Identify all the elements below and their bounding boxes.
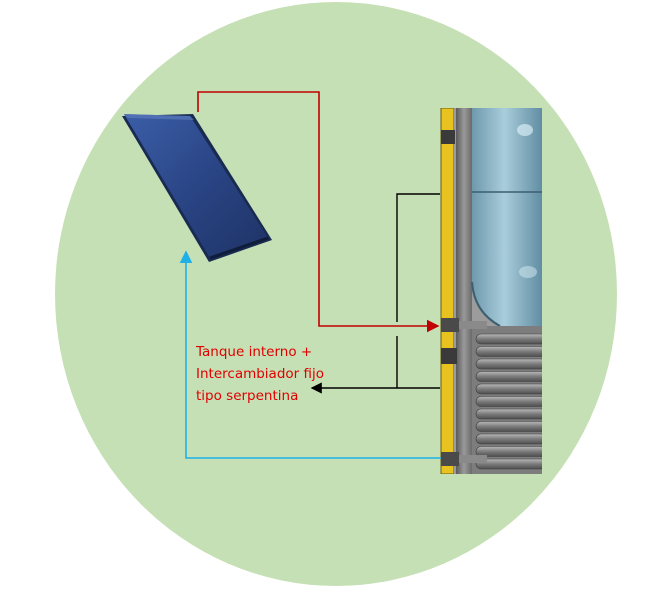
coil-turn xyxy=(475,333,542,345)
solar-panel-icon xyxy=(122,114,272,262)
tank-label: Tanque interno + Intercambiador fijo tip… xyxy=(196,341,356,407)
coil-turn xyxy=(475,408,542,420)
cold-pipe xyxy=(179,250,441,459)
water-tank-cutaway-icon xyxy=(440,108,542,474)
tank-label-line-1: Tanque interno + xyxy=(196,344,313,360)
coil-turn xyxy=(475,446,542,457)
tank-label-line-2: Intercambiador fijo xyxy=(196,366,325,382)
coil-turn xyxy=(475,396,542,407)
coil-turn xyxy=(475,383,542,395)
hot-pipe xyxy=(197,91,440,333)
label-pointer xyxy=(310,193,440,394)
tank-label-line-3: tipo serpentina xyxy=(196,388,299,404)
coil-turn xyxy=(475,458,542,470)
coil-turn xyxy=(475,433,542,445)
coil-turn xyxy=(475,346,542,357)
coil-turn xyxy=(475,371,542,382)
coil-turn xyxy=(475,358,542,370)
coil-turn xyxy=(475,421,542,432)
